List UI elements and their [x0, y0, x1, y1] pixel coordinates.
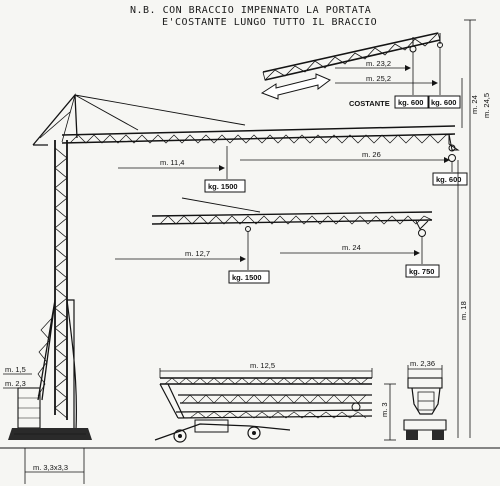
height-under-hook: m. 18 — [459, 301, 468, 320]
footprint-label: m. 3,3x3,3 — [33, 463, 68, 472]
jib-travel-arrow — [260, 73, 331, 100]
short-dim-far-label: m. 24 — [342, 243, 361, 252]
main-load-near: kg. 1500 — [208, 182, 238, 191]
main-jib — [61, 125, 460, 162]
raised-jib — [262, 32, 443, 81]
transport-length-label: m. 12,5 — [250, 361, 275, 370]
main-load-far: kg. 600 — [436, 175, 461, 184]
note-line-1: N.B. CON BRACCIO IMPENNATO LA PORTATA — [130, 5, 371, 16]
tower-head-apex — [32, 93, 246, 146]
main-load-box-near — [204, 179, 246, 193]
ballast-height-1: m. 1,5 — [5, 365, 26, 374]
tower-mast — [37, 140, 77, 431]
crane-base-ballast — [8, 387, 92, 440]
folded-crane-transport — [154, 377, 373, 443]
short-dim-near-label: m. 12,7 — [185, 249, 210, 258]
raised-dim-far-label: m. 25,2 — [366, 74, 391, 83]
short-load-box-near — [228, 270, 270, 284]
height-tip-low: m. 24 — [470, 95, 479, 114]
ballast-height-2: m. 2,3 — [5, 379, 26, 388]
transport-width-label: m. 2,36 — [410, 359, 435, 368]
height-tip-high: m. 24,5 — [482, 93, 491, 118]
constant-label: COSTANTE — [349, 99, 390, 108]
raised-load-near: kg. 600 — [398, 98, 423, 107]
transport-end-view — [403, 377, 447, 440]
short-load-near: kg. 1500 — [232, 273, 262, 282]
note-line-2: E'COSTANTE LUNGO TUTTO IL BRACCIO — [162, 17, 377, 28]
short-load-far: kg. 750 — [409, 267, 434, 276]
raised-dim-near-label: m. 23,2 — [366, 59, 391, 68]
raised-load-box-far — [428, 95, 461, 109]
main-load-box-far — [432, 172, 468, 186]
transport-height-label: m. 3 — [380, 402, 389, 417]
raised-load-far: kg. 600 — [431, 98, 456, 107]
raised-load-box-near — [394, 95, 429, 109]
short-load-box-far — [405, 264, 440, 278]
main-dim-near-label: m. 11,4 — [160, 158, 184, 167]
short-jib — [151, 197, 433, 237]
main-dim-far-label: m. 26 — [362, 150, 381, 159]
